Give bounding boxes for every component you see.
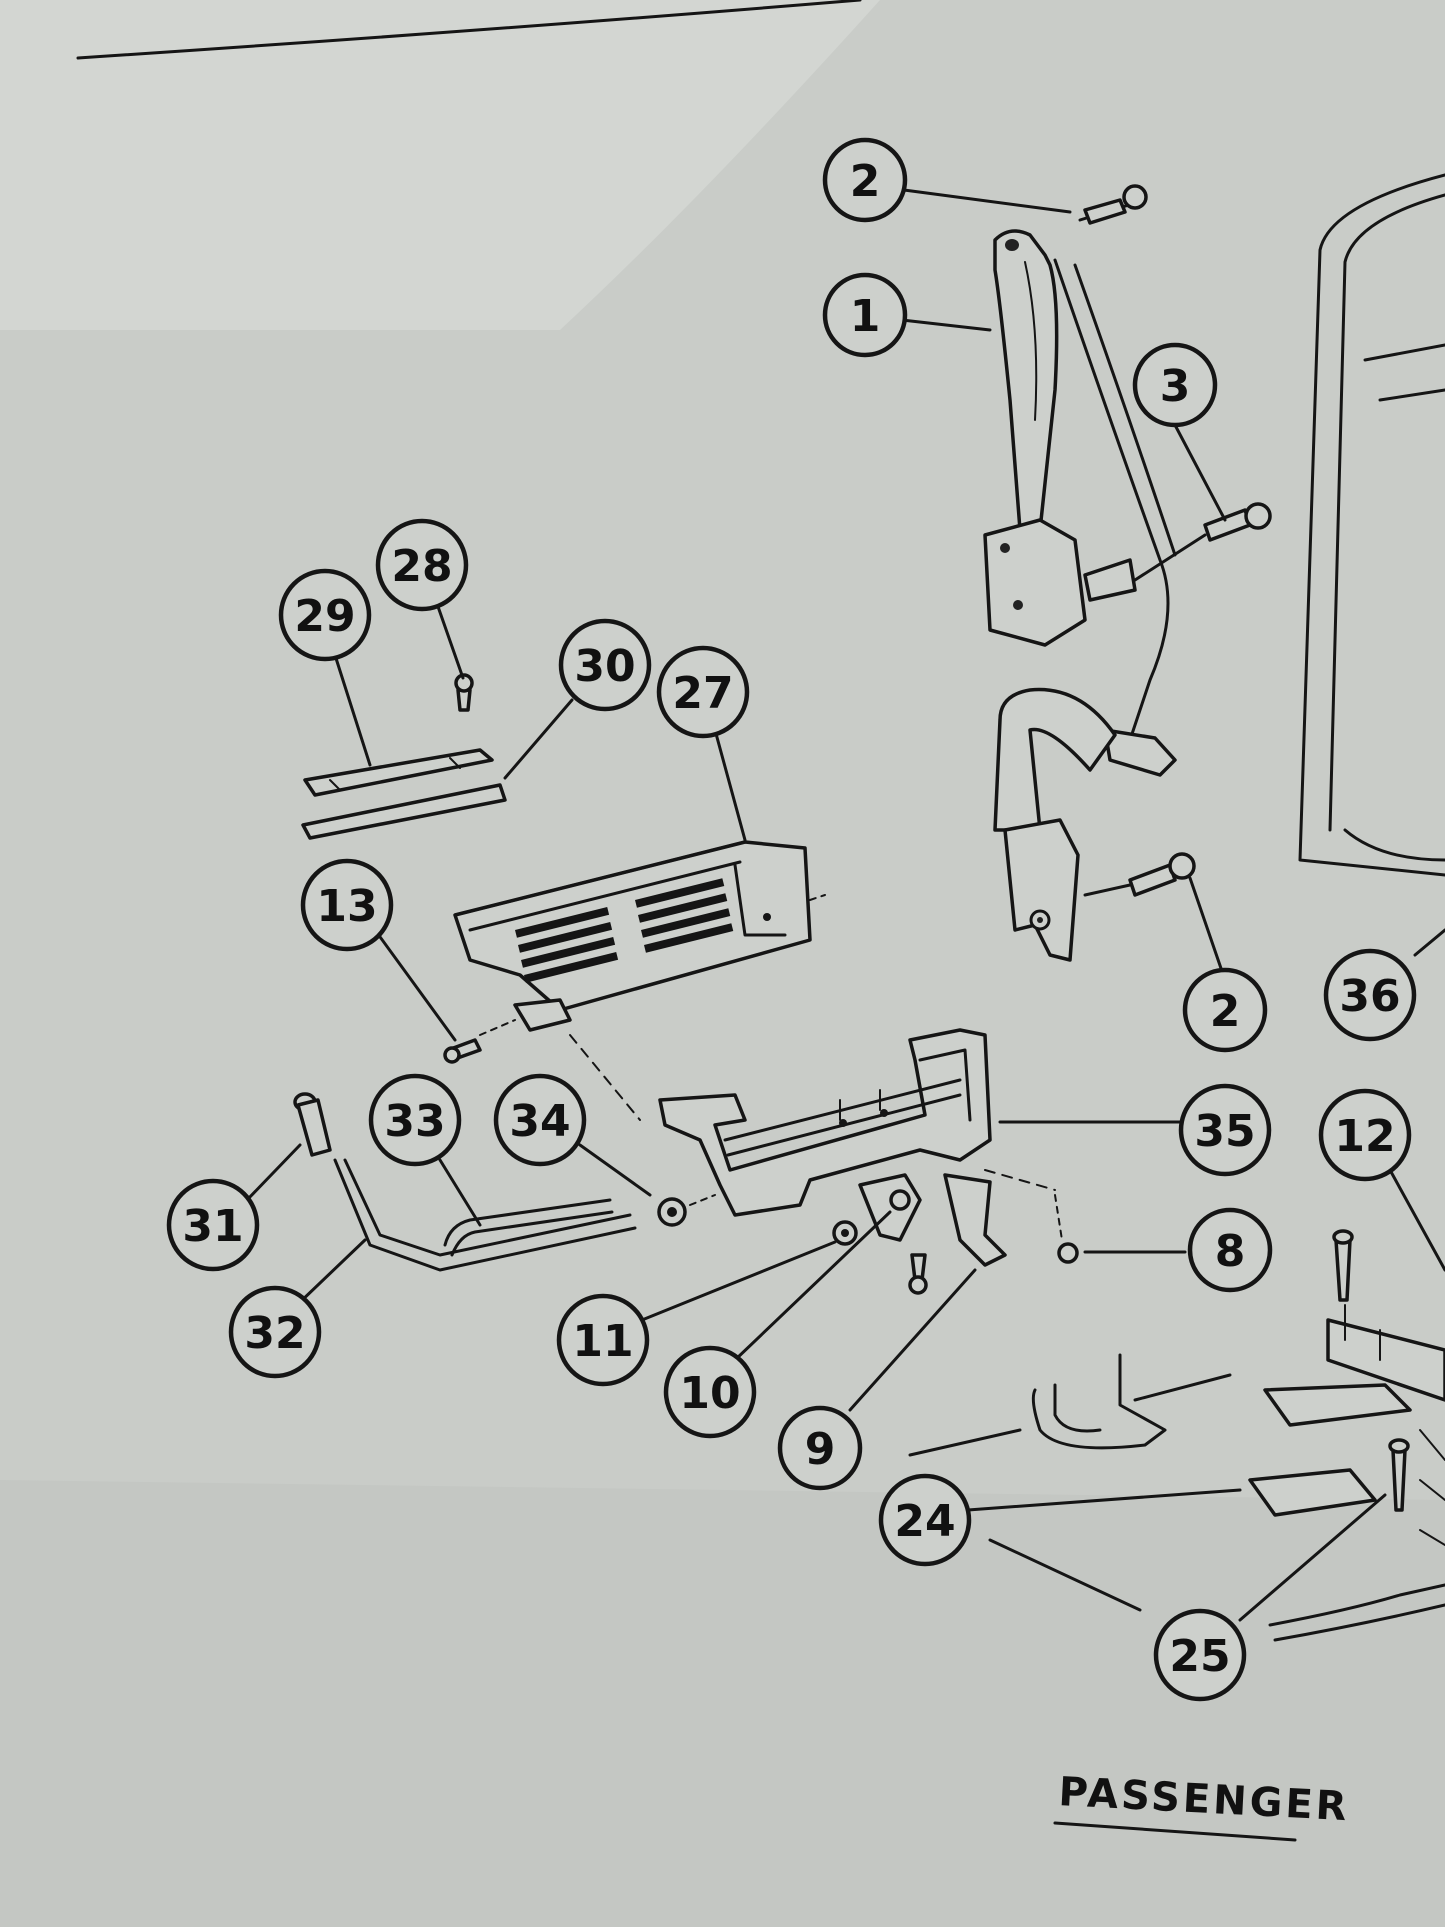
callout-number: 1 [850,291,881,342]
callout-number: 12 [1334,1111,1395,1162]
latch-linkage [657,1173,1007,1295]
callout-number: 2 [850,156,881,207]
bolt-upper [1078,184,1148,225]
callout-circle [1182,967,1268,1053]
callout-c25: 25 [1153,1608,1247,1702]
callout-circle [663,1345,757,1439]
callout-c3: 3 [1132,342,1218,428]
callout-c24: 24 [878,1473,972,1567]
callout-c10: 10 [663,1345,757,1439]
callout-number: 11 [572,1316,633,1367]
callout-c32: 32 [228,1285,322,1379]
callout-c33: 33 [368,1073,462,1167]
callout-c28: 28 [375,518,469,612]
callout-c31: 31 [166,1178,260,1272]
callout-number: 29 [294,591,355,642]
callout-number: 34 [509,1096,570,1147]
slide-rail [301,748,507,840]
seat-frame-bracket [658,1028,1056,1217]
callout-circle [1132,342,1218,428]
caption-underline [1053,1821,1297,1842]
callout-number: 8 [1215,1226,1246,1277]
tray-screw [443,1019,516,1064]
top-rule-line [76,0,862,60]
callout-number: 36 [1339,971,1400,1022]
callout-c11: 11 [556,1293,650,1387]
callout-circle [300,858,394,952]
callout-c9: 9 [777,1405,863,1491]
callout-circle [822,272,908,358]
callout-number: 27 [672,668,733,719]
callout-circle [278,568,372,662]
bracket-screw [1054,1194,1079,1264]
callout-circle [1323,948,1417,1042]
callout-circle [368,1073,462,1167]
callout-number: 9 [805,1424,836,1475]
callout-c34: 34 [493,1073,587,1167]
callout-number: 32 [244,1308,305,1359]
callout-number: 2 [1210,986,1241,1037]
callout-number: 31 [182,1201,243,1252]
callout-c2a: 2 [822,137,908,223]
callout-circle [1318,1088,1412,1182]
callout-circle [656,645,750,739]
callout-circle [1178,1083,1272,1177]
seat-track [908,1229,1445,1642]
callout-circle [1187,1207,1273,1293]
callout-circle [822,137,908,223]
callout-number: 33 [384,1096,445,1147]
seat-belt-assembly [983,229,1177,962]
callout-circle [556,1293,650,1387]
rail-screw [454,673,474,712]
callout-circle [878,1473,972,1567]
callout-circle [228,1285,322,1379]
callout-circle [777,1405,863,1491]
callout-circle [493,1073,587,1167]
callout-number: 28 [391,541,452,592]
paper-highlight [0,0,880,330]
bolt-middle [1133,502,1272,582]
callout-circle [1153,1608,1247,1702]
callout-number: 30 [574,641,635,692]
callout-c35: 35 [1178,1083,1272,1177]
callout-c12: 12 [1318,1088,1412,1182]
seat-back-frame [1298,173,1445,877]
callout-c13: 13 [300,858,394,952]
callout-number: 25 [1169,1631,1230,1682]
callout-number: 24 [894,1496,955,1547]
callout-c27: 27 [656,645,750,739]
callout-c2b: 2 [1182,967,1268,1053]
callout-c1: 1 [822,272,908,358]
callout-number: 13 [316,881,377,932]
callout-c36: 36 [1323,948,1417,1042]
callout-circle [558,618,652,712]
callout-c30: 30 [558,618,652,712]
storage-tray [453,840,826,1121]
leader-lines [245,188,1445,1622]
callout-number: 10 [679,1368,740,1419]
bolt-lower [1083,852,1196,897]
paper-shadow [0,1480,1445,1927]
callout-number: 35 [1194,1106,1255,1157]
callout-circle [166,1178,260,1272]
callout-number: 3 [1160,361,1191,412]
release-lever [293,1092,637,1272]
callout-c29: 29 [278,568,372,662]
callout-circle [375,518,469,612]
callout-c8: 8 [1187,1207,1273,1293]
